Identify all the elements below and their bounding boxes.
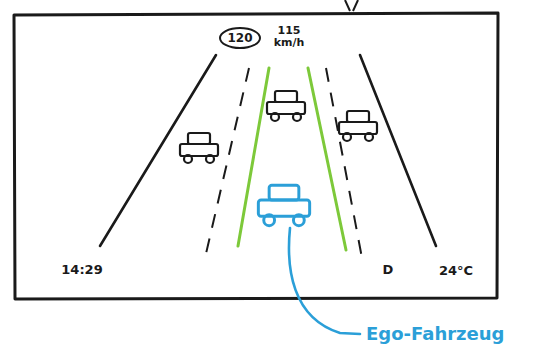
gear-indicator: D <box>383 263 394 277</box>
node-text: 120 <box>227 31 252 45</box>
lane-marking-right <box>326 68 362 258</box>
car-left <box>180 133 218 163</box>
screen-frame <box>14 13 498 299</box>
label-text: 24°C <box>439 264 473 278</box>
speed-readout: 115 km/h <box>271 25 307 49</box>
road-edge-left <box>100 55 216 246</box>
callout-leader <box>289 228 360 334</box>
label-text: D <box>383 263 394 277</box>
car-ahead <box>267 91 305 121</box>
clock-time: 14:29 <box>61 263 102 277</box>
ego-vehicle-callout: Ego-Fahrzeug <box>366 324 504 344</box>
road-edge-right <box>360 55 436 246</box>
outside-temperature: 24°C <box>439 264 473 278</box>
label-text: 115 km/h <box>271 25 307 49</box>
mount-mark <box>345 0 358 11</box>
label-text: 14:29 <box>61 263 102 277</box>
ego-vehicle <box>258 185 309 226</box>
label-text: Ego-Fahrzeug <box>366 324 504 344</box>
speed-limit-sign: 120 <box>219 27 261 49</box>
ego-lane-right <box>308 68 346 250</box>
car-right <box>339 111 377 141</box>
